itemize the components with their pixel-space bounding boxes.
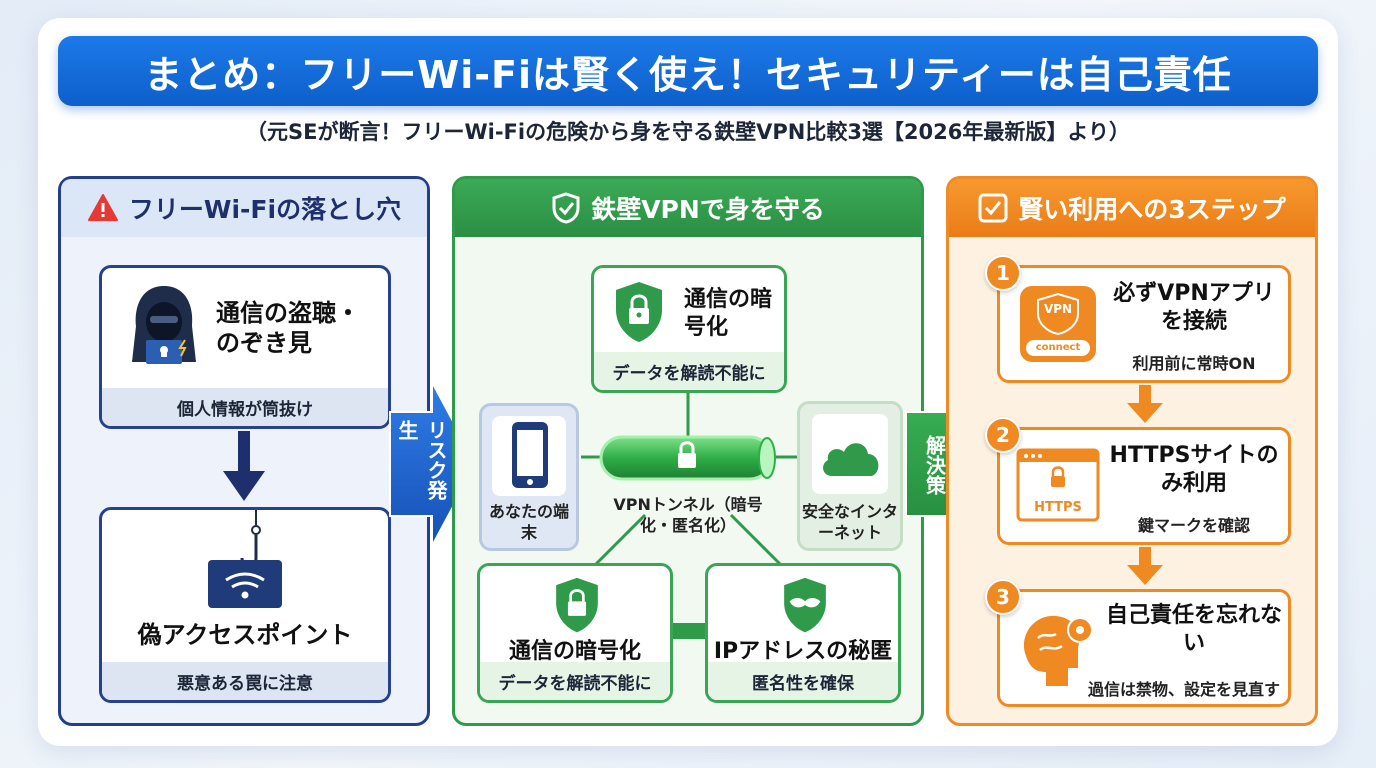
cloud-icon [823,443,879,476]
risk-arrow-label: リスク発生 [395,420,448,500]
fake-ap-footer: 悪意ある罠に注意 [102,662,388,700]
https-browser-icon [1016,448,1100,522]
ip-hiding-footer: 匿名性を確保 [708,662,898,700]
vpn-heading-text: 鉄壁VPNで身を守る [591,195,825,224]
eavesdrop-title: 通信の盗聴・のぞき見 [216,299,360,357]
checkbox-icon [978,193,1008,223]
ip-hiding-card: IPアドレスの秘匿 匿名性を確保 [705,563,901,703]
pitfalls-heading: フリーWi-Fiの落とし穴 [61,179,427,237]
shield-lock-icon [616,282,662,342]
pitfalls-panel: フリーWi-Fiの落とし穴 通信の盗聴・のぞき見 個人情報が筒抜け 偽アクセスポ… [58,176,430,726]
page-title-banner: まとめ：フリーWi-Fiは賢く使え！セキュリティーは自己責任 [58,36,1318,106]
step-3-card: 自己責任を忘れない 過信は禁物、設定を見直す [997,589,1291,707]
https-icon-text: HTTPS [1034,500,1082,515]
ip-hiding-title: IPアドレスの秘匿 [713,639,893,664]
encryption-top-footer: データを解読不能に [594,352,784,390]
shield-icon [552,192,580,224]
step-3-number: 3 [985,579,1021,615]
encryption-bottom-card: 通信の暗号化 データを解読不能に [477,563,673,703]
step-1-title: 必ずVPNアプリを接続 [1113,281,1275,334]
solution-arrow-label: 解決策 [922,435,947,495]
internet-label: 安全なインターネット [802,502,899,542]
vpn-heading: 鉄壁VPNで身を守る [455,179,921,237]
vpn-panel: 鉄壁VPNで身を守る 通信の暗号化 データを解読不能に あなたの端末 [452,176,924,726]
smartphone-icon [512,422,548,488]
pitfalls-heading-text: フリーWi-Fiの落とし穴 [128,195,402,224]
step-2-number: 2 [985,417,1021,453]
down-arrow-icon [1127,385,1163,423]
device-label: あなたの端末 [488,502,569,542]
encryption-top-card: 通信の暗号化 データを解読不能に [591,265,787,393]
vpn-app-icon: VPN connect [1020,286,1096,362]
steps-heading-text: 賢い利用への3ステップ [1018,195,1286,224]
encryption-top-title: 通信の暗号化 [684,287,773,340]
hacker-icon [132,286,196,364]
step-1-number: 1 [985,255,1021,291]
internet-card: 安全なインターネット [797,401,903,551]
step-3-note: 過信は禁物、設定を見直す [1087,680,1280,699]
step-1-note: 利用前に常時ON [1132,354,1256,373]
fake-ap-title: 偽アクセスポイント [137,621,353,649]
steps-heading: 賢い利用への3ステップ [949,179,1315,237]
fake-ap-card: 偽アクセスポイント 悪意ある罠に注意 [99,507,391,703]
step-2-card: HTTPS HTTPSサイトのみ利用 鍵マークを確認 [997,427,1291,545]
masked-shield-icon [784,577,826,633]
tunnel-label: VPNトンネル（暗号化・匿名化） [613,495,763,535]
shield-lock-icon [556,577,598,633]
down-arrow-icon [223,431,265,501]
page-subtitle: （元SEが断言！フリーWi-Fiの危険から身を守る鉄壁VPN比較3選【2026年… [246,120,1130,144]
page-title: まとめ：フリーWi-Fiは賢く使え！セキュリティーは自己責任 [144,52,1232,97]
eavesdrop-footer: 個人情報が筒抜け [102,388,388,426]
fishhook-wifi-icon [208,510,282,608]
eavesdrop-card: 通信の盗聴・のぞき見 個人情報が筒抜け [99,265,391,429]
step-1-card: VPN connect 必ずVPNアプリを接続 利用前に常時ON [997,265,1291,383]
step-2-title: HTTPSサイトのみ利用 [1109,443,1279,496]
encryption-bottom-title: 通信の暗号化 [508,639,641,664]
steps-panel: 賢い利用への3ステップ VPN connect 必ずVPNアプリを接続 利用前に… [946,176,1318,726]
device-card: あなたの端末 [479,403,579,551]
vpn-tunnel [599,435,776,481]
step-2-note: 鍵マークを確認 [1137,516,1250,535]
vpn-app-icon-text: VPN [1043,302,1073,316]
down-arrow-icon [1127,547,1163,585]
step-3-title: 自己責任を忘れない [1105,603,1282,656]
brain-gear-icon [1023,615,1093,686]
encryption-bottom-footer: データを解読不能に [480,662,670,700]
vpn-app-icon-sub: connect [1026,340,1090,356]
warning-icon [87,194,118,221]
